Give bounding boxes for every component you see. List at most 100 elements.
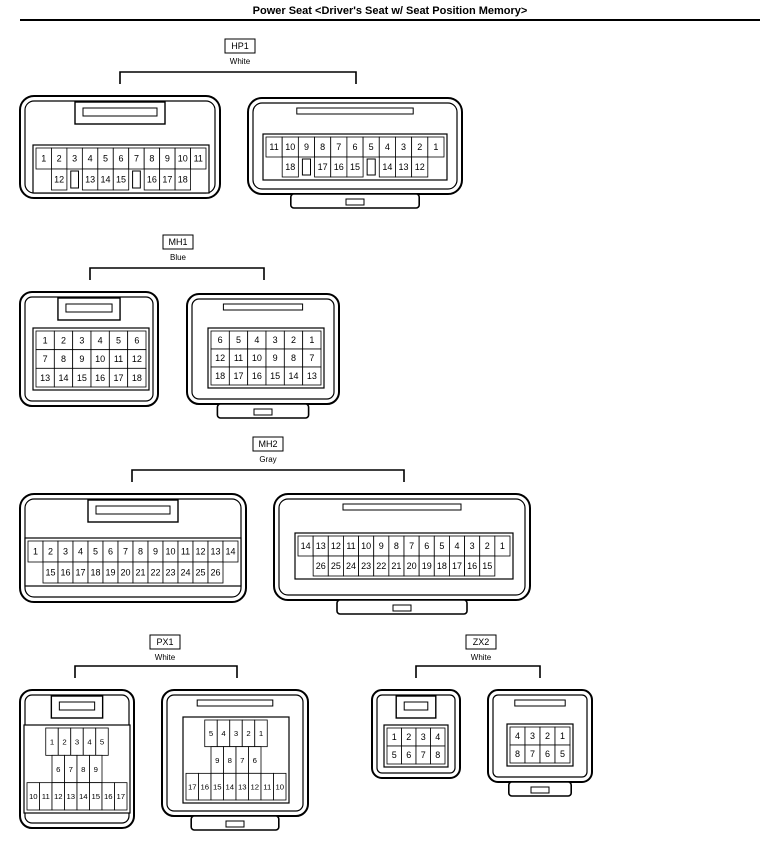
pin-number: 17: [113, 373, 123, 383]
pin-number: 2: [406, 732, 411, 742]
pin-number: 7: [69, 765, 73, 774]
pin-number: 7: [530, 749, 535, 759]
pin-number: 8: [394, 541, 399, 551]
pin-number: 13: [66, 792, 75, 801]
pin-number: 12: [195, 547, 205, 557]
pin-number: 7: [409, 541, 414, 551]
pin-number: 11: [42, 792, 50, 801]
connector-latch-tab: [530, 786, 550, 794]
pin-number: 6: [352, 142, 357, 152]
pin-number: 2: [246, 729, 250, 738]
pin-number: 12: [331, 541, 341, 551]
pin-number: 15: [77, 373, 87, 383]
pin-number: 4: [515, 731, 520, 741]
pin-number: 13: [210, 547, 220, 557]
pin-number: 5: [560, 749, 565, 759]
connector-id-box: [162, 234, 194, 250]
connector-latch-tab: [345, 198, 365, 206]
pin-number: 11: [181, 547, 190, 557]
connector-housing-inner: [252, 102, 458, 190]
pin-number: 8: [291, 353, 296, 363]
connector-rib: [196, 699, 274, 707]
connector-latch-tab: [392, 604, 412, 612]
pin-number: 2: [545, 731, 550, 741]
pin-number: 14: [225, 547, 235, 557]
pin-number: 8: [320, 142, 325, 152]
connector-id-box: [465, 634, 497, 650]
pin-cell: [494, 535, 511, 557]
pin-number: 10: [178, 154, 188, 164]
pin-number: 1: [560, 731, 565, 741]
pin-number: 16: [147, 175, 157, 185]
connector-housing-inner: [166, 694, 304, 812]
pin-number: 2: [57, 154, 62, 164]
pin-number: 15: [482, 561, 492, 571]
pin-number: 17: [116, 792, 125, 801]
pin-number: 12: [415, 162, 425, 172]
pin-number: 5: [93, 547, 98, 557]
pin-cell: [554, 744, 571, 764]
pin-number: 17: [75, 568, 85, 578]
pin-number: 18: [215, 371, 225, 381]
pin-number: 13: [307, 371, 317, 381]
pin-number: 14: [79, 792, 88, 801]
pin-number: 15: [213, 782, 222, 791]
pin-number: 4: [254, 335, 259, 345]
pin-number: 13: [316, 541, 326, 551]
pin-number: 2: [417, 142, 422, 152]
header-rule: [20, 19, 760, 21]
pin-number: 3: [401, 142, 406, 152]
pin-number: 1: [309, 335, 314, 345]
connector-id-box: [224, 38, 256, 54]
connector-housing-inner: [278, 498, 526, 596]
connector-housing-inner: [191, 298, 335, 400]
pin-number: 14: [288, 371, 298, 381]
pin-number: 7: [240, 756, 244, 765]
pin-number: 6: [108, 547, 113, 557]
pin-number: 3: [421, 732, 426, 742]
connector-rib: [514, 699, 566, 707]
pin-number: 15: [116, 175, 126, 185]
pin-number: 16: [200, 782, 209, 791]
pin-number: 6: [134, 336, 139, 346]
connector-id-box: [149, 634, 181, 650]
pin-number: 15: [45, 568, 55, 578]
connector-rib: [222, 303, 304, 311]
pin-cell: [174, 168, 191, 191]
connector-housing-inner: [376, 694, 456, 774]
pin-number: 12: [54, 175, 64, 185]
pin-number: 11: [114, 354, 123, 364]
pin-number: 10: [252, 353, 262, 363]
connector-id-label: ZX2: [473, 637, 490, 647]
pin-cell: [190, 147, 207, 170]
pin-cell: [427, 136, 445, 158]
pin-blank: [70, 170, 80, 189]
pin-number: 9: [379, 541, 384, 551]
pin-number: 3: [75, 737, 79, 746]
connector-id-label: MH1: [168, 237, 187, 247]
pin-blank: [301, 158, 311, 176]
connector-latch-slot: [65, 303, 113, 313]
pin-cell: [346, 156, 364, 178]
pin-number: 24: [180, 568, 190, 578]
pin-number: 14: [382, 162, 392, 172]
pin-number: 10: [361, 541, 371, 551]
pin-number: 11: [263, 782, 271, 791]
pin-number: 9: [304, 142, 309, 152]
pin-number: 13: [238, 782, 247, 791]
pin-number: 17: [318, 162, 328, 172]
pin-number: 4: [98, 336, 103, 346]
pin-number: 8: [138, 547, 143, 557]
pin-number: 15: [270, 371, 280, 381]
pin-cell: [114, 782, 128, 811]
pin-number: 9: [94, 765, 98, 774]
pin-number: 2: [62, 737, 66, 746]
